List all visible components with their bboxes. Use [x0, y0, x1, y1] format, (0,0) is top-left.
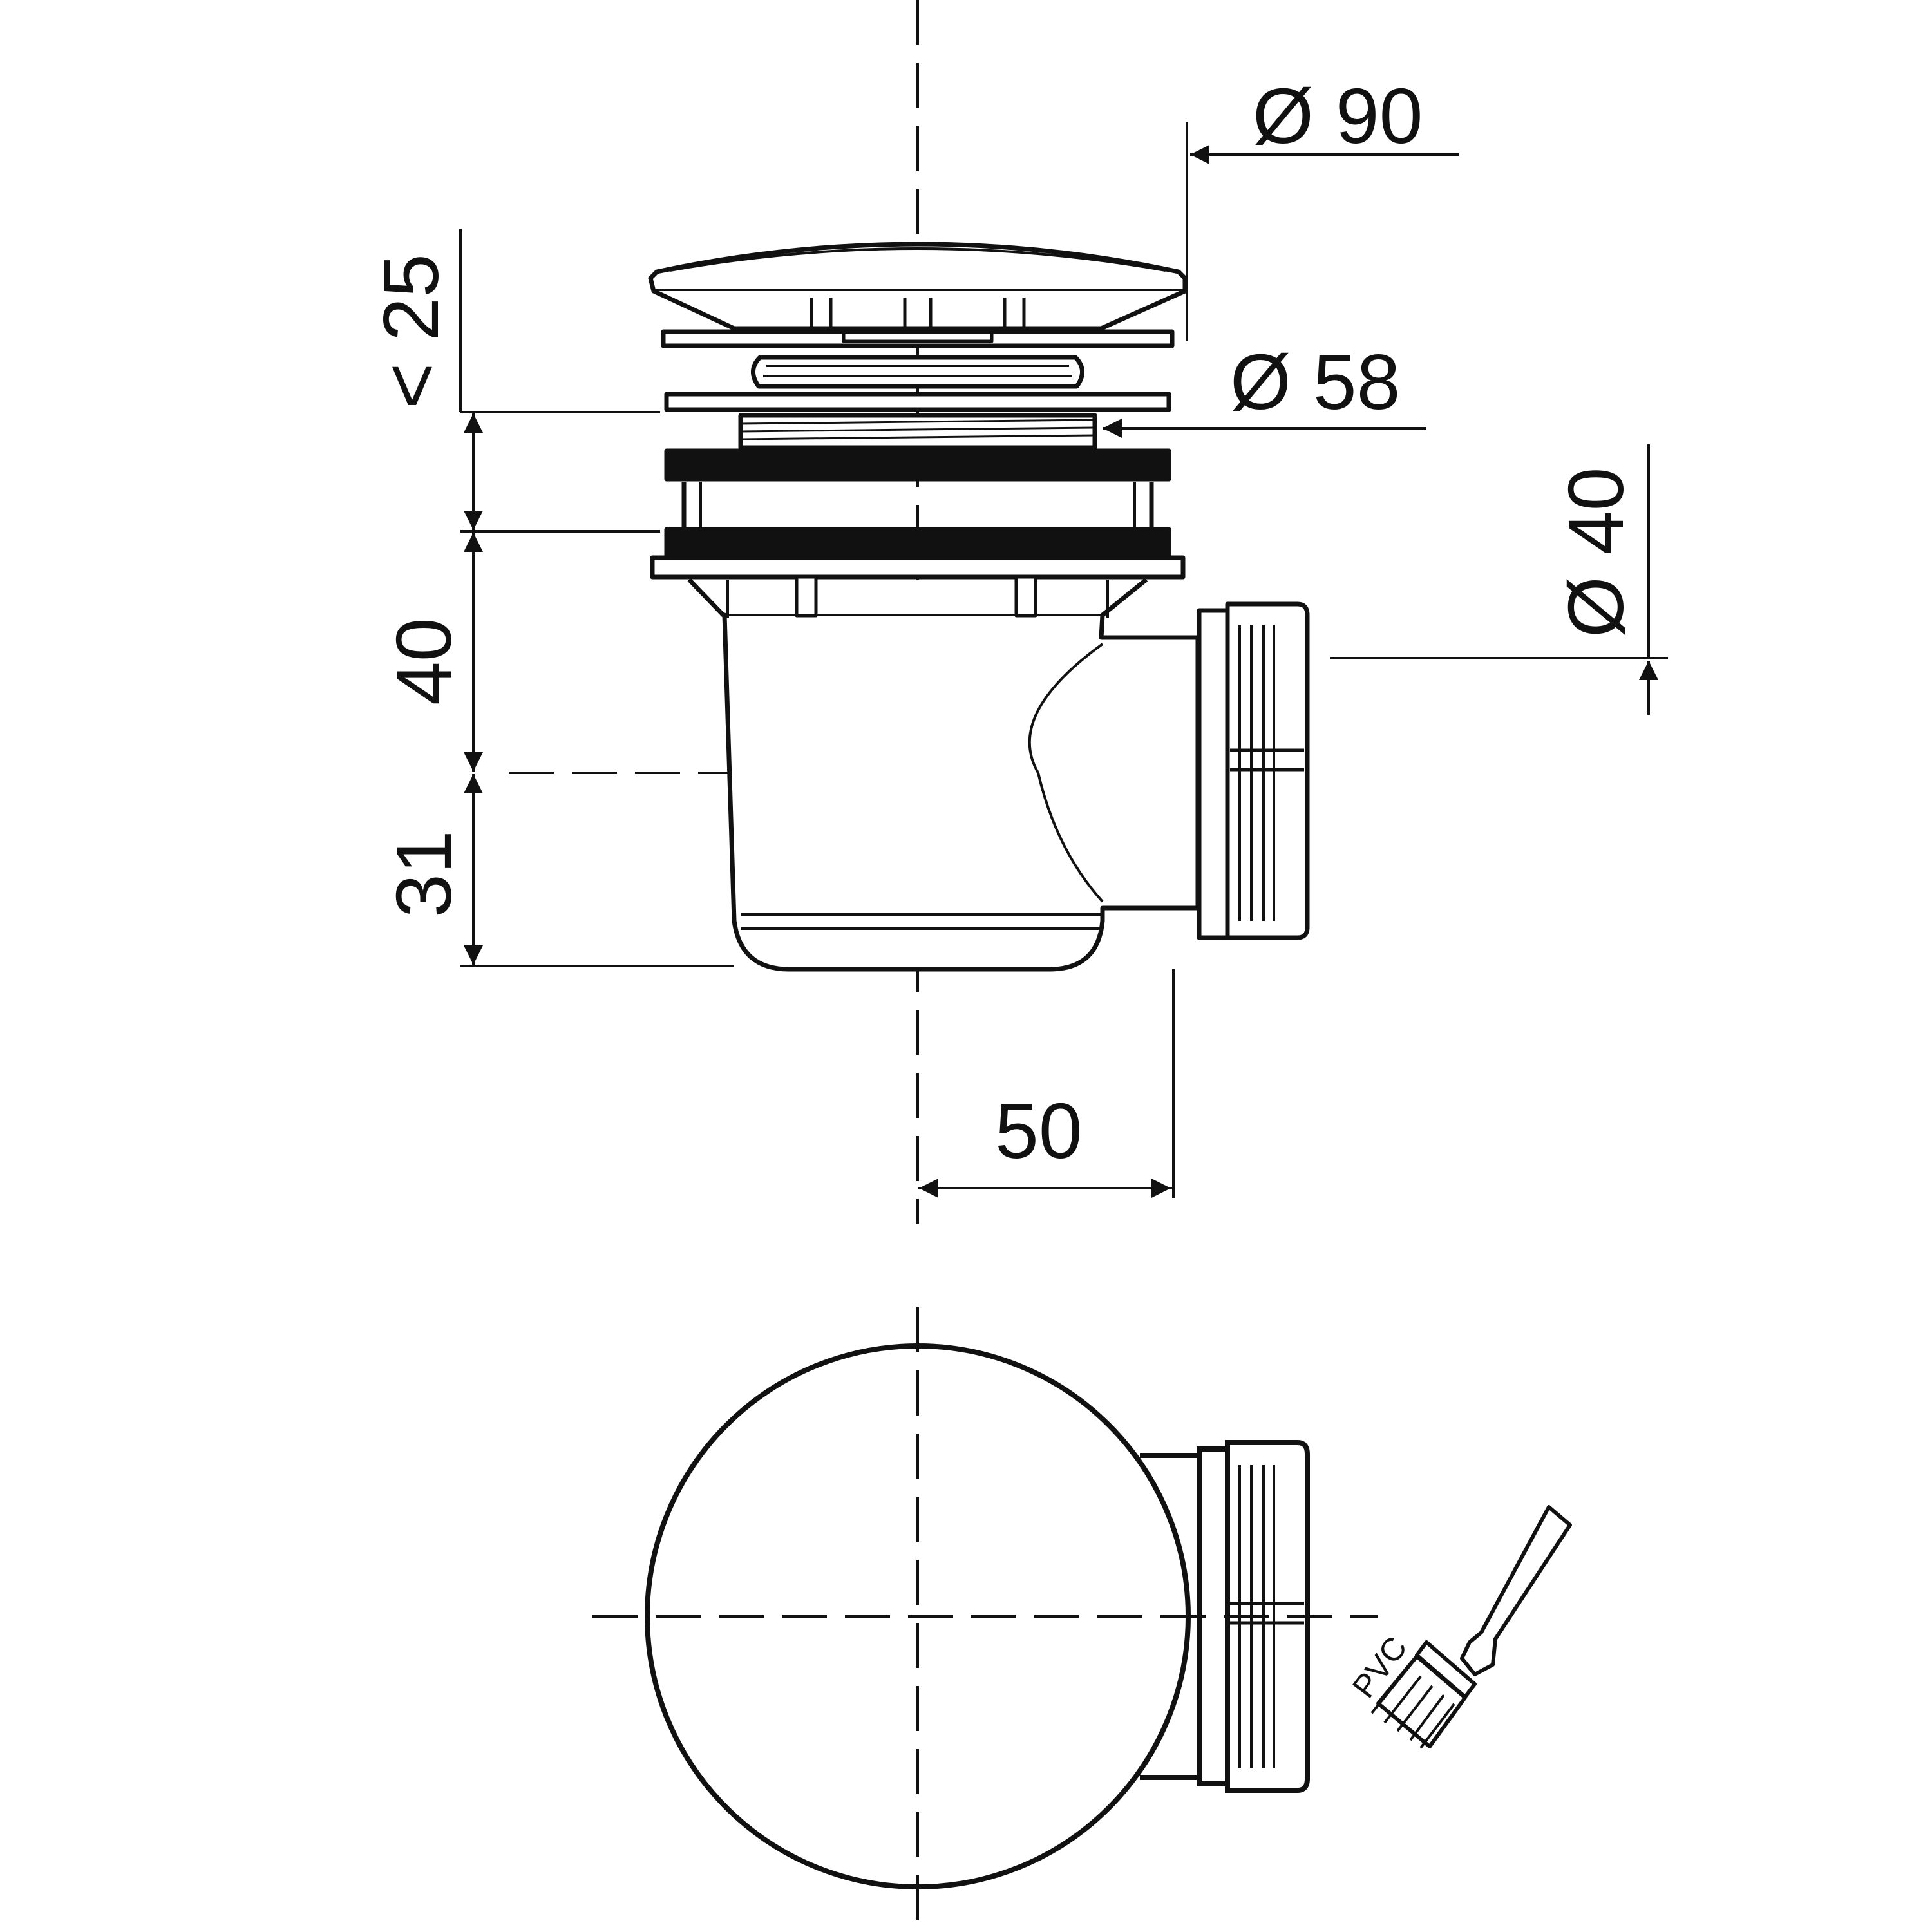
middle-body — [681, 482, 1154, 528]
dim-less-than-25: < 25 — [367, 254, 455, 409]
dim-diameter-40: Ø 40 — [1552, 468, 1640, 638]
threaded-section — [738, 413, 1097, 450]
drain-cover — [648, 242, 1188, 348]
drain-neck — [751, 355, 1084, 389]
dimension-lines — [459, 122, 1668, 1198]
lower-gasket — [664, 527, 1171, 560]
dim-height-40: 40 — [380, 618, 468, 705]
brush-icon — [1370, 1505, 1572, 1749]
base-plate — [650, 555, 1186, 580]
upper-gasket — [664, 448, 1171, 482]
dim-height-31: 31 — [380, 830, 468, 918]
dim-diameter-58: Ø 58 — [1230, 338, 1401, 426]
outlet-nut — [1197, 601, 1310, 940]
dim-width-50: 50 — [995, 1087, 1083, 1175]
side-view — [648, 242, 1310, 972]
dim-diameter-90: Ø 90 — [1253, 72, 1423, 160]
drain-body — [687, 575, 1200, 972]
top-flange — [664, 392, 1171, 412]
top-view — [592, 1307, 1378, 1932]
